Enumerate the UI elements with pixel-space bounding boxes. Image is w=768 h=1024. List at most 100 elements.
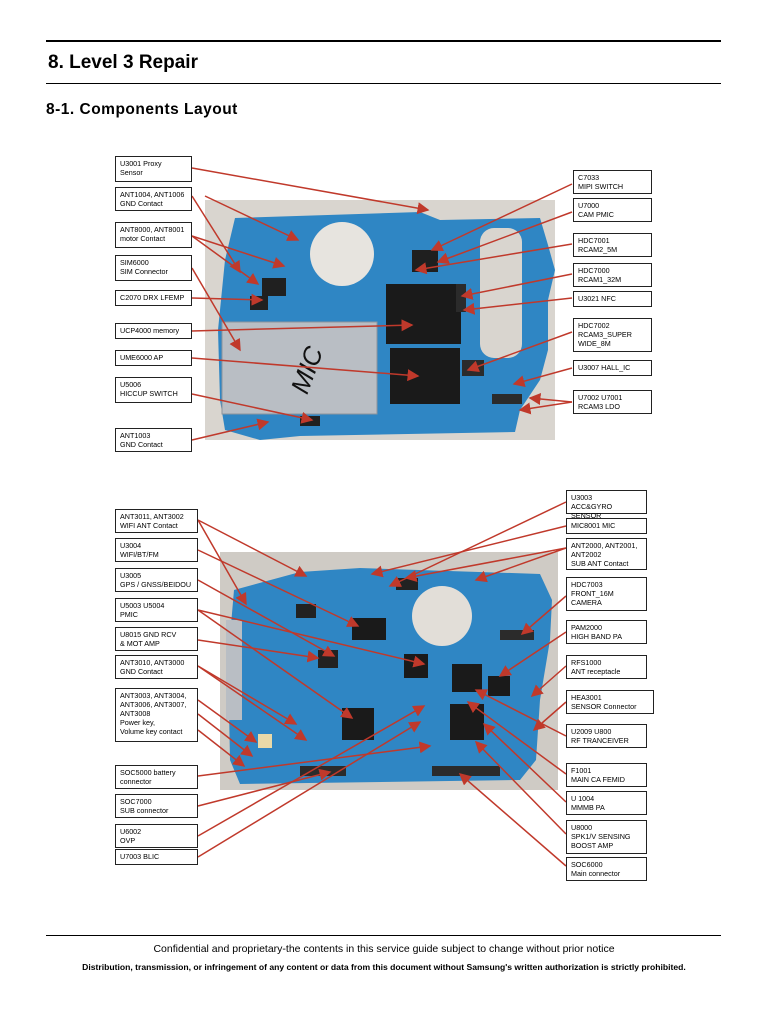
leader-hdc7003 bbox=[520, 595, 567, 635]
label-u8000: U8000 SPK1/V SENSING BOOST AMP bbox=[566, 820, 647, 854]
leader-u1004 bbox=[482, 722, 567, 803]
board-top-memory-chip bbox=[390, 348, 460, 404]
leader-u6002 bbox=[197, 705, 426, 837]
label-u3007: U3007 HALL_IC bbox=[573, 360, 652, 376]
leader-soc6000 bbox=[458, 773, 567, 867]
label-u7003: U7003 BLIC bbox=[115, 849, 198, 865]
label-hdc7002: HDC7002 RCAM3_SUPER WIDE_8M bbox=[573, 318, 652, 352]
leader-u3007 bbox=[512, 367, 573, 387]
label-u1004: U 1004 MMMB PA bbox=[566, 791, 647, 815]
leader-u7000 bbox=[436, 211, 573, 264]
leader-ant3010-a bbox=[197, 665, 308, 741]
leader-u3004 bbox=[197, 549, 360, 627]
footer-confidential-notice: Confidential and proprietary-the content… bbox=[153, 943, 615, 955]
label-hdc7000: HDC7000 RCAM1_32M bbox=[573, 263, 652, 287]
label-u3021: U3021 NFC bbox=[573, 291, 652, 307]
label-sim6000: SIM6000 SIM Connector bbox=[115, 255, 192, 281]
board-top-cutout bbox=[480, 228, 522, 358]
leader-c7033 bbox=[430, 183, 573, 251]
board-bottom-connector-2 bbox=[432, 766, 500, 776]
board-top-shield bbox=[221, 321, 378, 415]
leader-ant1004-b bbox=[204, 195, 300, 241]
leader-rfs1000 bbox=[530, 665, 567, 697]
label-u3003: U3003 ACC&GYRO SENSOR bbox=[566, 490, 647, 520]
label-u6002: U6002 OVP bbox=[115, 824, 198, 848]
leader-ant3011-a bbox=[197, 519, 308, 577]
label-rfs1000: RFS1000 ANT receptacle bbox=[566, 655, 647, 679]
leader-sim6000 bbox=[191, 267, 241, 352]
label-ant2000: ANT2000, ANT2001, ANT2002 SUB ANT Contac… bbox=[566, 538, 647, 570]
label-u8015: U8015 GND RCV & MOT AMP bbox=[115, 627, 198, 651]
leader-u5003-b bbox=[197, 609, 426, 668]
board-bottom-hole bbox=[412, 586, 472, 646]
leader-ant3003-b bbox=[197, 713, 254, 757]
board-bottom-chip-1 bbox=[352, 618, 386, 640]
leader-c2070 bbox=[191, 293, 264, 306]
label-ucp4000: UCP4000 memory bbox=[115, 323, 192, 339]
leader-u5006 bbox=[191, 393, 314, 424]
leader-hdc7002 bbox=[466, 331, 573, 373]
leader-mic8001 bbox=[370, 525, 567, 578]
leader-u2009 bbox=[474, 689, 567, 737]
label-ume6000: UME6000 AP bbox=[115, 350, 192, 366]
leader-f1001 bbox=[466, 701, 567, 775]
label-ant1004: ANT1004, ANT1006 GND Contact bbox=[115, 187, 192, 211]
leader-u7002-a bbox=[528, 393, 573, 405]
board-bottom-connector-1 bbox=[500, 630, 534, 640]
label-u7002: U7002 U7001 RCAM3 LDO bbox=[573, 390, 652, 414]
leader-ant3003-a bbox=[197, 699, 258, 743]
leader-u8000 bbox=[474, 740, 567, 835]
leader-soc7000 bbox=[197, 768, 332, 807]
leader-soc5000 bbox=[197, 741, 432, 777]
label-u3004: U3004 WIFI/BT/FM bbox=[115, 538, 198, 562]
label-hea3001: HEA3001 SENSOR Connector bbox=[566, 690, 654, 714]
label-soc7000: SOC7000 SUB connector bbox=[115, 794, 198, 818]
label-ant3003: ANT3003, ANT3004, ANT3006, ANT3007, ANT3… bbox=[115, 688, 198, 742]
label-ant3010: ANT3010, ANT3000 GND Contact bbox=[115, 655, 198, 679]
board-bottom-contact bbox=[258, 734, 272, 748]
leader-u7003 bbox=[197, 721, 422, 858]
label-ant8000: ANT8000, ANT8001 motor Contact bbox=[115, 222, 192, 248]
leader-ant2000-a bbox=[404, 547, 567, 582]
leader-hdc7000 bbox=[460, 273, 573, 300]
leader-ant1004-a bbox=[191, 195, 241, 274]
leader-u7002-b bbox=[518, 401, 573, 415]
label-ant3011: ANT3011, ANT3002 WIFI ANT Contact bbox=[115, 509, 198, 533]
board-bottom-chip-7 bbox=[296, 604, 316, 618]
label-hdc7003: HDC7003 FRONT_16M CAMERA bbox=[566, 577, 647, 611]
leader-u3021 bbox=[462, 297, 573, 315]
label-u5003: U5003 U5004 PMIC bbox=[115, 598, 198, 622]
leader-hdc7001 bbox=[414, 243, 573, 275]
leader-u5003-a bbox=[197, 609, 354, 719]
leader-hea3001 bbox=[532, 701, 567, 731]
leader-ant8000-b bbox=[191, 235, 260, 285]
label-soc6000: SOC6000 Main connector bbox=[566, 857, 647, 881]
label-hdc7001: HDC7001 RCAM2_5M bbox=[573, 233, 652, 257]
leader-ant2000-b bbox=[474, 547, 567, 583]
label-u7000: U7000 CAM PMIC bbox=[573, 198, 652, 222]
footer-distribution-notice: Distribution, transmission, or infringem… bbox=[82, 962, 686, 972]
leader-ant3003-c bbox=[197, 729, 246, 767]
board-top-hole bbox=[310, 222, 374, 286]
section-title: 8-1. Components Layout bbox=[46, 101, 238, 118]
board-top-connector-c bbox=[492, 394, 522, 404]
leader-ume6000 bbox=[191, 357, 420, 382]
label-u3001: U3001 Proxy Sensor bbox=[115, 156, 192, 182]
leader-u3001 bbox=[191, 167, 430, 215]
label-f1001: F1001 MAIN CA FEMID bbox=[566, 763, 647, 787]
label-u5006: U5006 HICCUP SWITCH bbox=[115, 377, 192, 403]
board-top-small-chip-a bbox=[262, 278, 286, 296]
label-soc5000: SOC5000 battery connector bbox=[115, 765, 198, 789]
label-pam2000: PAM2000 HIGH BAND PA bbox=[566, 620, 647, 644]
leader-ant8000-a bbox=[191, 235, 286, 269]
label-mic8001: MIC8001 MIC bbox=[566, 518, 647, 534]
label-ant1003: ANT1003 GND Contact bbox=[115, 428, 192, 452]
board-bottom-chip-4 bbox=[452, 664, 482, 692]
page-title: 8. Level 3 Repair bbox=[48, 52, 198, 73]
leader-ant1003 bbox=[191, 418, 270, 441]
header-rule-top bbox=[46, 40, 721, 42]
leader-ant3010-b bbox=[197, 665, 298, 725]
